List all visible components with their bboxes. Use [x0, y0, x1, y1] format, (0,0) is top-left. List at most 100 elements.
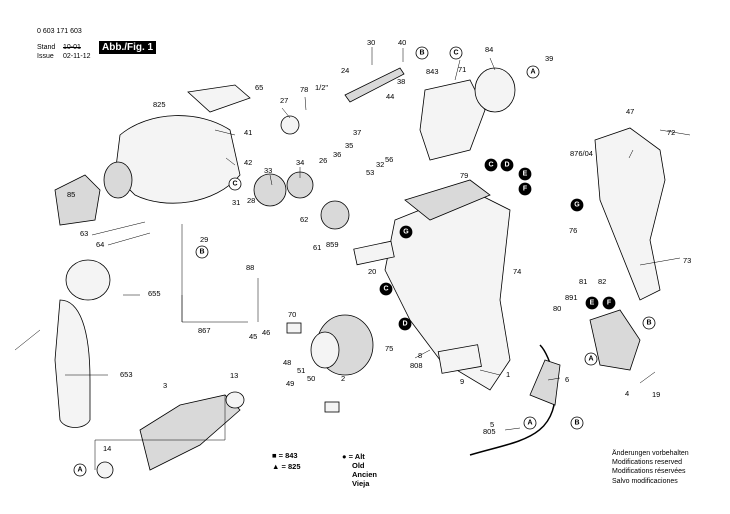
- part-label: 891: [565, 293, 578, 302]
- part-label: 39: [545, 54, 553, 63]
- svg-text:B: B: [574, 420, 579, 427]
- part-label: 34: [296, 158, 304, 167]
- part-label: 61: [313, 243, 321, 252]
- part-shapes: [14, 67, 666, 479]
- part-label: 1: [506, 370, 510, 379]
- part-label: 40: [398, 38, 406, 47]
- part-label: 37: [353, 128, 361, 137]
- part-label: 62: [300, 215, 308, 224]
- svg-text:E: E: [523, 171, 528, 178]
- callout-g-mid: G: [399, 225, 413, 239]
- part-label: 88: [246, 263, 254, 272]
- callout-c-right: C: [484, 158, 498, 172]
- part-label: 56: [385, 155, 393, 164]
- part-label: 655: [148, 289, 161, 298]
- part-label: 13: [230, 371, 238, 380]
- part-label: 53: [366, 168, 374, 177]
- callout-a-cable: A: [523, 416, 537, 430]
- part-label: 84: [485, 45, 493, 54]
- label-9: [437, 344, 482, 374]
- part-label: 81: [579, 277, 587, 286]
- svg-text:D: D: [402, 321, 407, 328]
- legend-old-1: Old: [352, 461, 365, 470]
- part-number: 0 603 171 603: [37, 28, 82, 35]
- gear-housing-825: [114, 115, 241, 204]
- part-label: 26: [319, 156, 327, 165]
- part-label: 9: [460, 377, 464, 386]
- part-label: 35: [345, 141, 353, 150]
- part-label: 808: [410, 361, 423, 370]
- part-label: 876/04: [570, 149, 593, 158]
- svg-text:B: B: [646, 320, 651, 327]
- gear-33: [253, 173, 287, 207]
- callout-a-top: A: [526, 65, 540, 79]
- callout-g-right: G: [570, 198, 584, 212]
- part-label: 48: [283, 358, 291, 367]
- callout-b-switch: B: [642, 316, 656, 330]
- svg-text:C: C: [232, 181, 237, 188]
- part-label: 76: [569, 226, 577, 235]
- part-label: 36: [333, 150, 341, 159]
- issue-label: Issue: [37, 53, 54, 60]
- bearing-plate-84: [474, 67, 516, 113]
- part-label: 843: [426, 67, 439, 76]
- note-es: Salvo modificaciones: [612, 477, 678, 485]
- callout-c-top: C: [449, 46, 463, 60]
- part-label: 20: [368, 267, 376, 276]
- part-label: 4: [625, 389, 629, 398]
- label-20: [353, 240, 395, 266]
- part-label: 78: [300, 85, 308, 94]
- part-label: 73: [683, 256, 691, 265]
- callout-a-switch: A: [584, 352, 598, 366]
- part-label: 859: [326, 240, 339, 249]
- part-label: 19: [652, 390, 660, 399]
- part-label: 46: [262, 328, 270, 337]
- svg-text:A: A: [530, 69, 535, 76]
- note-en: Modifications reserved: [612, 459, 683, 467]
- part-label: 44: [386, 92, 394, 101]
- part-label: 6: [565, 375, 569, 384]
- stand-label: Stand: [37, 44, 56, 51]
- part-label: 42: [244, 158, 252, 167]
- part-label: 653: [120, 370, 133, 379]
- svg-text:D: D: [504, 162, 509, 169]
- part-label: 63: [80, 229, 88, 238]
- part-label: 8: [418, 351, 422, 360]
- callout-c-mid: C: [379, 282, 393, 296]
- svg-text:B: B: [419, 50, 424, 57]
- gear-859: [320, 200, 350, 230]
- part-label: 31: [232, 198, 240, 207]
- part-label: 29: [200, 235, 208, 244]
- part-label: 5: [490, 420, 494, 429]
- spindle-24: [344, 67, 405, 103]
- part-label: 33: [264, 166, 272, 175]
- figure-label: Abb./Fig. 1: [99, 41, 157, 54]
- part-label: 805: [483, 427, 496, 436]
- bracket-lines: [94, 224, 259, 470]
- callout-d-right: D: [500, 158, 514, 172]
- part-label: 72: [667, 128, 675, 137]
- part-label: 74: [513, 267, 521, 276]
- svg-text:F: F: [523, 186, 528, 193]
- callout-e-right: E: [518, 167, 532, 181]
- aux-handle-653: [54, 299, 91, 428]
- part-label: 64: [96, 240, 104, 249]
- part-label: 27: [280, 96, 288, 105]
- cover-65: [187, 84, 251, 113]
- callout-b-top: B: [415, 46, 429, 60]
- svg-text:G: G: [574, 202, 580, 209]
- legend-triangle: ▲ = 825: [272, 462, 301, 471]
- leader-lines: [65, 47, 691, 431]
- part-label: 45: [249, 332, 257, 341]
- brush-holder-70: [286, 322, 302, 334]
- part-label: 825: [153, 100, 166, 109]
- part-label: 79: [460, 171, 468, 180]
- part-label: 47: [626, 107, 634, 116]
- callout-f-right: F: [518, 182, 532, 196]
- svg-text:B: B: [199, 249, 204, 256]
- part-label: 28: [247, 196, 255, 205]
- callout-f-switch: F: [602, 296, 616, 310]
- chuck-85: [54, 174, 101, 226]
- callout-a-bottom: A: [73, 463, 87, 477]
